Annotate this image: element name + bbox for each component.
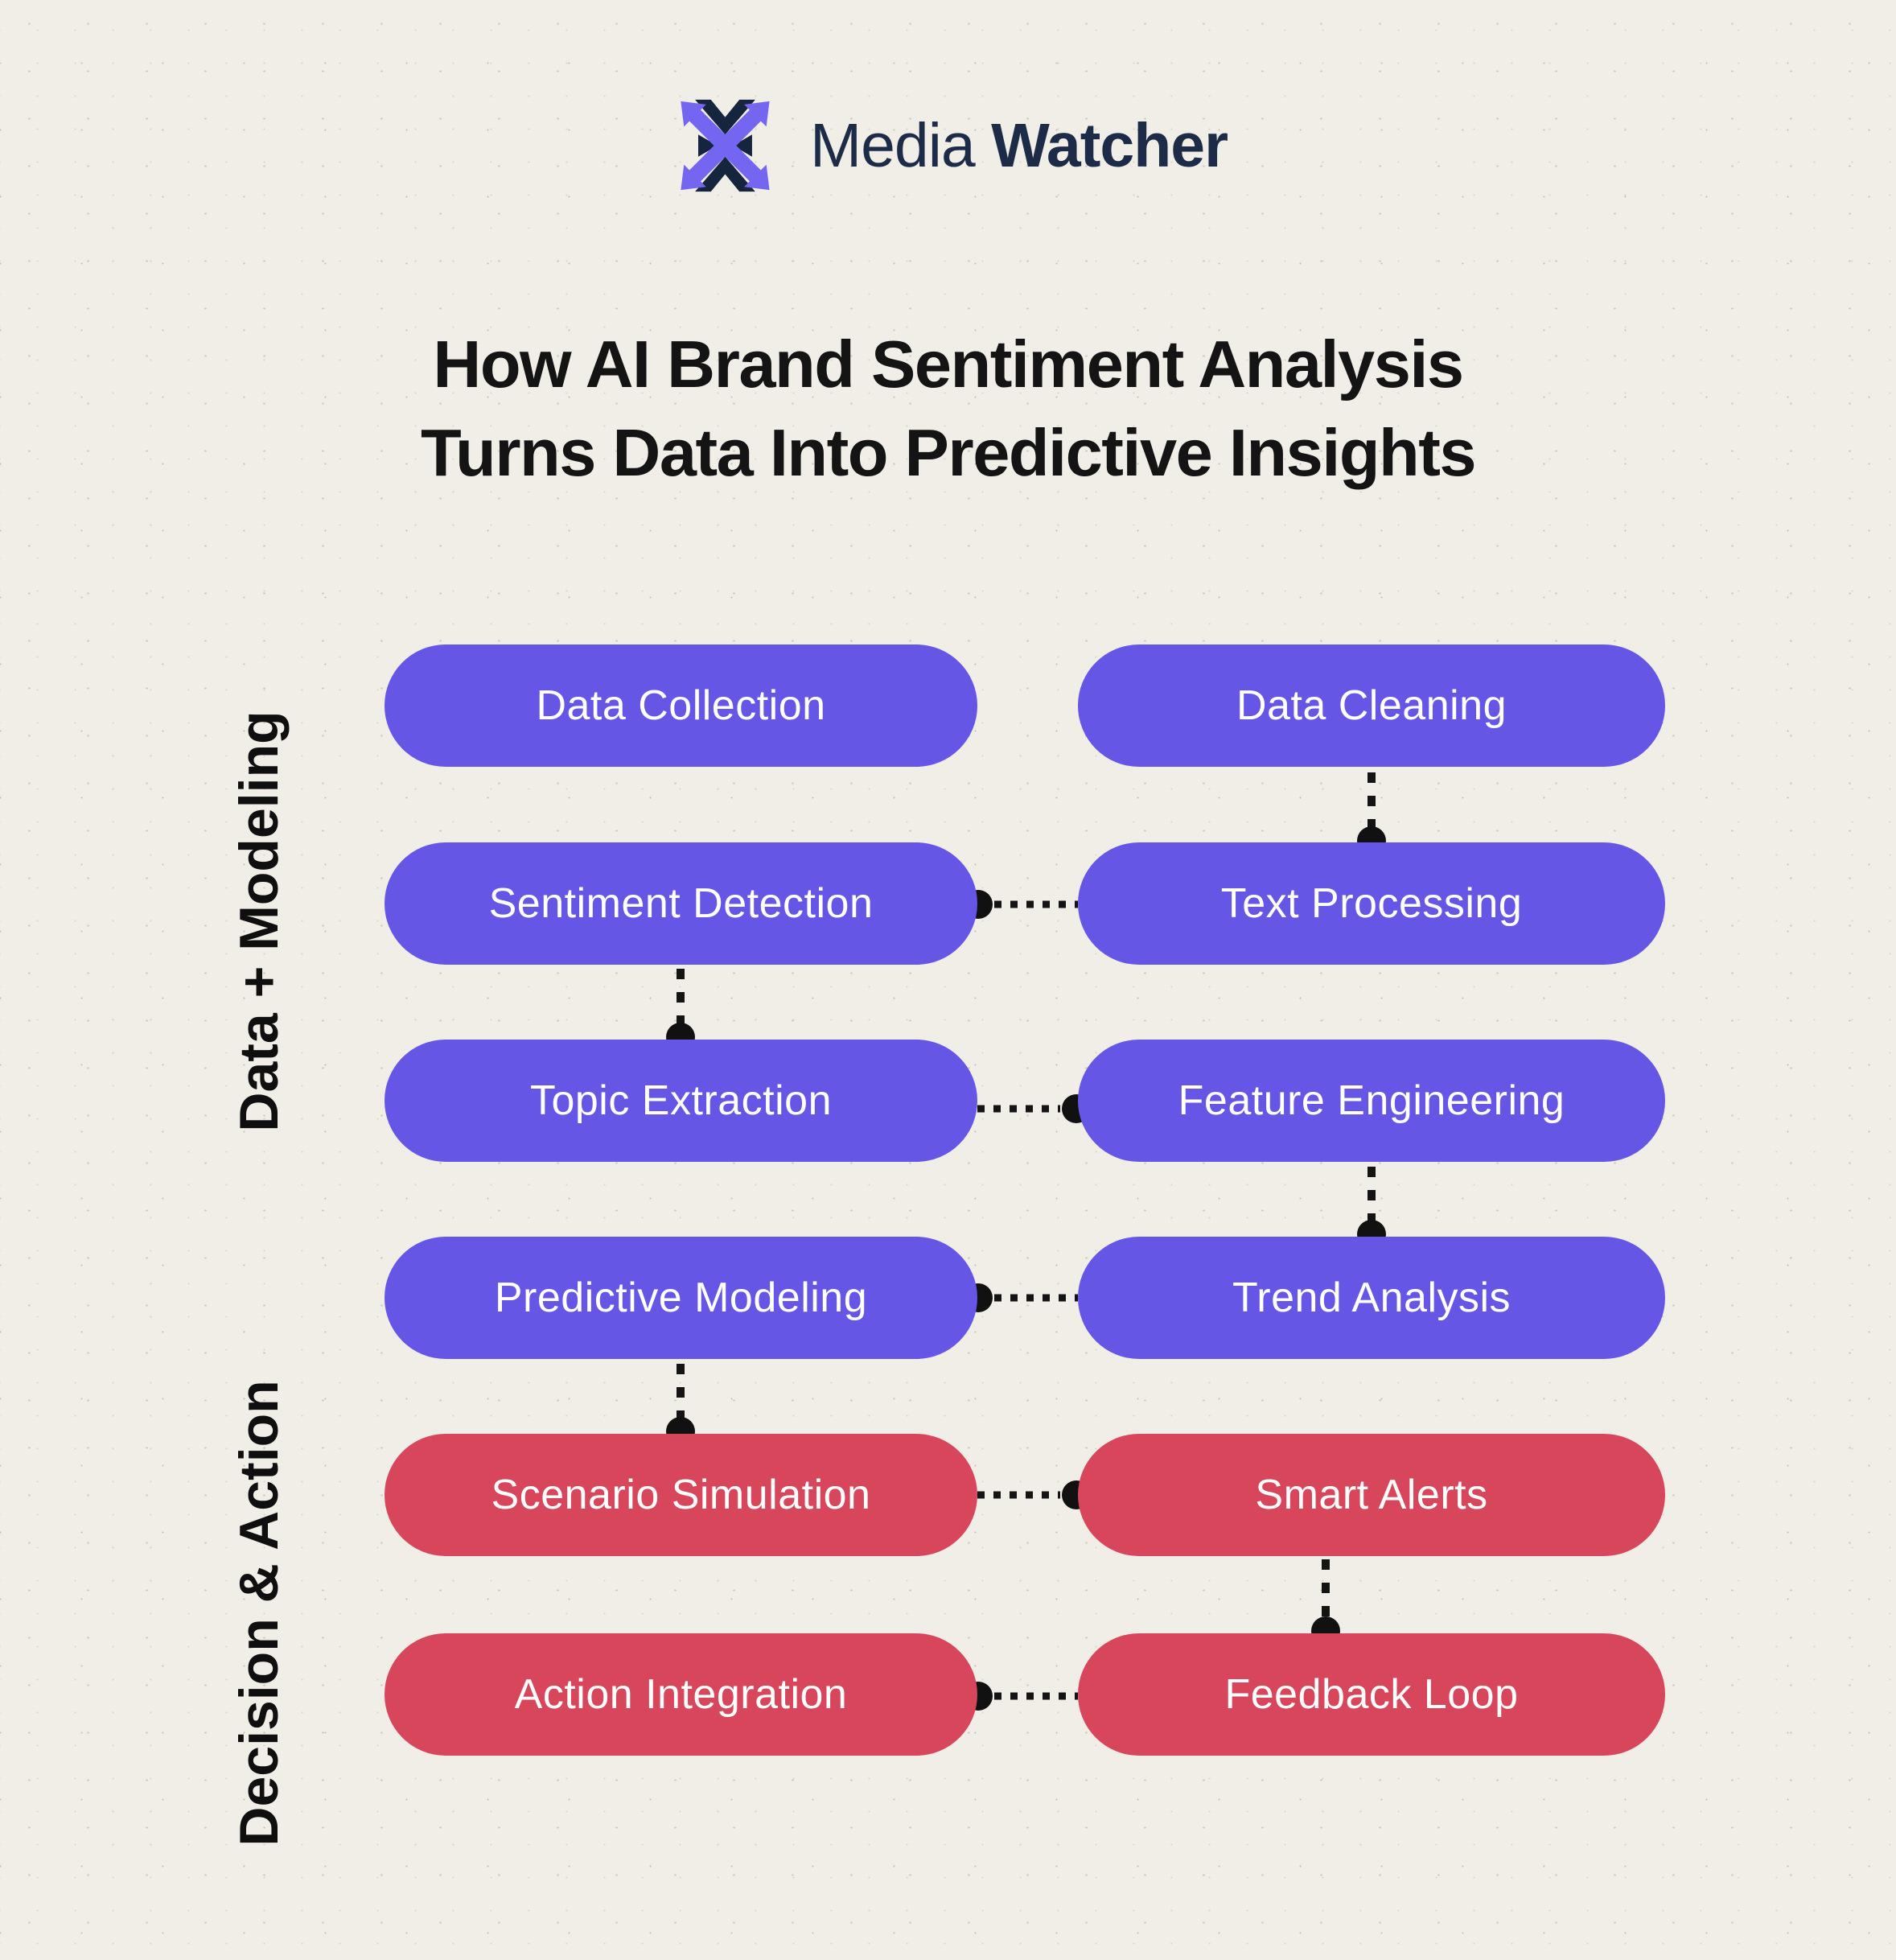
- page-title: How AI Brand Sentiment Analysis Turns Da…: [0, 320, 1896, 496]
- brand-name: Media Watcher: [810, 110, 1228, 182]
- stage-feedback-loop: Feedback Loop: [1078, 1633, 1665, 1756]
- brand-name-bold: Watcher: [991, 110, 1228, 180]
- page-title-line2: Turns Data Into Predictive Insights: [420, 414, 1477, 490]
- stage-sentiment-detection: Sentiment Detection: [385, 842, 977, 965]
- stage-text-processing: Text Processing: [1078, 842, 1665, 965]
- stage-action-integration: Action Integration: [385, 1633, 977, 1756]
- stage-scenario-simulation: Scenario Simulation: [385, 1434, 977, 1556]
- stage-feature-engineering: Feature Engineering: [1078, 1040, 1665, 1162]
- stage-predictive-modeling: Predictive Modeling: [385, 1237, 977, 1359]
- page-title-line1: How AI Brand Sentiment Analysis: [433, 327, 1464, 401]
- stage-data-collection: Data Collection: [385, 644, 977, 767]
- section-label-decision-action: Decision & Action: [228, 1380, 290, 1847]
- brand-name-regular: Media: [809, 110, 976, 180]
- section-label-data-modeling: Data + Modeling: [228, 710, 290, 1132]
- stage-trend-analysis: Trend Analysis: [1078, 1237, 1665, 1359]
- x-arrows-icon: [680, 99, 770, 192]
- brand-logo: Media Watcher: [668, 95, 1228, 196]
- stage-data-cleaning: Data Cleaning: [1078, 644, 1665, 767]
- stage-topic-extraction: Topic Extraction: [385, 1040, 977, 1162]
- stage-smart-alerts: Smart Alerts: [1078, 1434, 1665, 1556]
